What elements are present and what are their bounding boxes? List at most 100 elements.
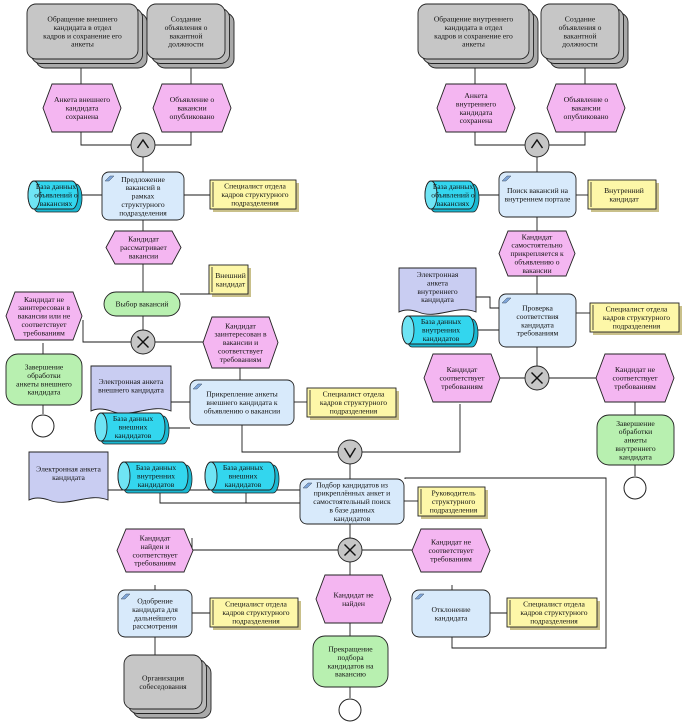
- end-ext: [31, 414, 55, 438]
- gateway-xor_l: [130, 329, 156, 355]
- gateway-xor_b: [337, 537, 363, 563]
- function-fn_choose_vacancy[interactable]: Выбор вакансий: [103, 291, 181, 317]
- gateway-and_r: [524, 132, 550, 158]
- gateway-or_m: [337, 439, 363, 465]
- end-int: [623, 476, 647, 500]
- node-label: Выбор вакансий: [116, 300, 169, 309]
- gateway-and_l: [130, 132, 156, 158]
- end-stop: [338, 698, 362, 722]
- gateway-xor_r: [524, 365, 550, 391]
